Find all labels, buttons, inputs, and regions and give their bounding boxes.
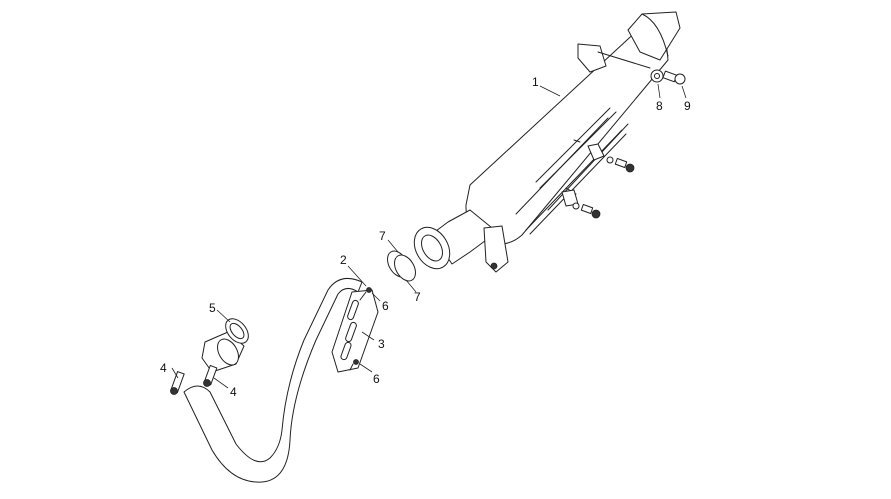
port-gasket <box>225 318 249 344</box>
callout-1: 1 <box>532 75 539 89</box>
head-pipe <box>183 277 379 483</box>
rail-bolt-lower <box>572 202 601 219</box>
callout-7-bottom: 7 <box>414 290 421 304</box>
washer <box>650 69 664 83</box>
shield-screw-bottom <box>349 359 359 371</box>
muffler <box>413 11 681 273</box>
callout-2: 2 <box>340 253 347 267</box>
stud-right <box>203 365 218 387</box>
rail-bolt-upper <box>606 156 635 173</box>
shield-screw-top <box>359 287 372 301</box>
callout-6-bottom: 6 <box>373 372 380 386</box>
gasket-rings <box>387 250 416 282</box>
leader-lines <box>171 83 687 389</box>
callout-labels: 1 2 3 4 4 5 6 6 7 7 8 9 <box>160 75 691 399</box>
callout-8: 8 <box>656 99 663 113</box>
callout-3: 3 <box>378 337 385 351</box>
callout-6-top: 6 <box>382 299 389 313</box>
callout-9: 9 <box>684 99 691 113</box>
callout-4-right: 4 <box>230 385 237 399</box>
stud-left <box>170 371 185 395</box>
callout-4-left: 4 <box>160 361 167 375</box>
callout-5: 5 <box>209 301 216 315</box>
tail-bolt <box>662 70 686 85</box>
callout-7-top: 7 <box>379 229 386 243</box>
